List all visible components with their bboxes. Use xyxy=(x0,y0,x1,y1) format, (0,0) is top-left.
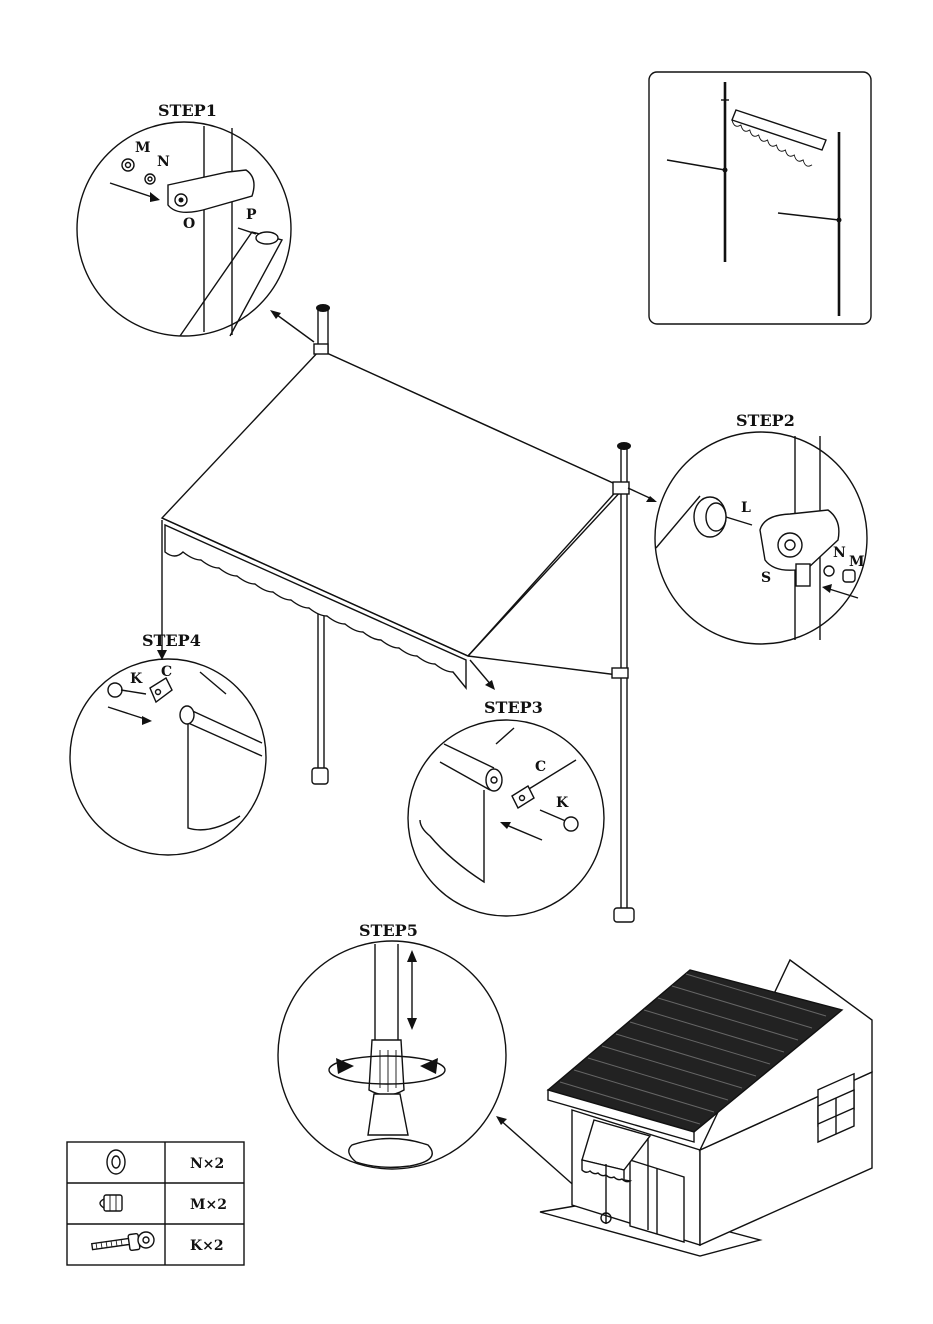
washer-icon xyxy=(107,1150,125,1174)
step1-title: STEP1 xyxy=(158,101,217,120)
step5-detail: STEP5 xyxy=(278,921,606,1214)
step3-title: STEP3 xyxy=(484,698,543,717)
legend-label-m: M×2 xyxy=(190,1197,227,1213)
step2-detail: STEP2 L S N M xyxy=(628,411,867,644)
parts-legend: N×2 M×2 K×2 xyxy=(67,1142,244,1265)
overview-inset xyxy=(649,72,871,324)
step1-detail: STEP1 M N O P xyxy=(77,101,314,342)
step1-part-p: P xyxy=(246,207,257,223)
step3-part-k: K xyxy=(556,795,569,811)
legend-label-n: N×2 xyxy=(190,1156,224,1172)
step2-part-n: N xyxy=(833,545,846,561)
step1-part-m: M xyxy=(135,140,151,156)
step4-title: STEP4 xyxy=(142,631,201,650)
step2-part-m: M xyxy=(849,554,865,570)
step3-part-c: C xyxy=(535,759,546,775)
step1-part-n: N xyxy=(157,154,170,170)
cap-nut-icon xyxy=(100,1195,122,1211)
house-illustration xyxy=(540,960,872,1256)
legend-label-k: K×2 xyxy=(190,1238,224,1254)
step2-title: STEP2 xyxy=(736,411,795,430)
step5-title: STEP5 xyxy=(359,921,418,940)
step2-part-l: L xyxy=(741,500,751,516)
step2-part-s: S xyxy=(761,570,771,586)
main-awning xyxy=(162,304,634,922)
step4-part-k: K xyxy=(130,671,143,687)
step1-part-o: O xyxy=(183,216,195,232)
step4-part-c: C xyxy=(161,664,172,680)
knob-bolt-icon xyxy=(92,1232,154,1251)
step3-detail: STEP3 C K xyxy=(408,660,604,916)
